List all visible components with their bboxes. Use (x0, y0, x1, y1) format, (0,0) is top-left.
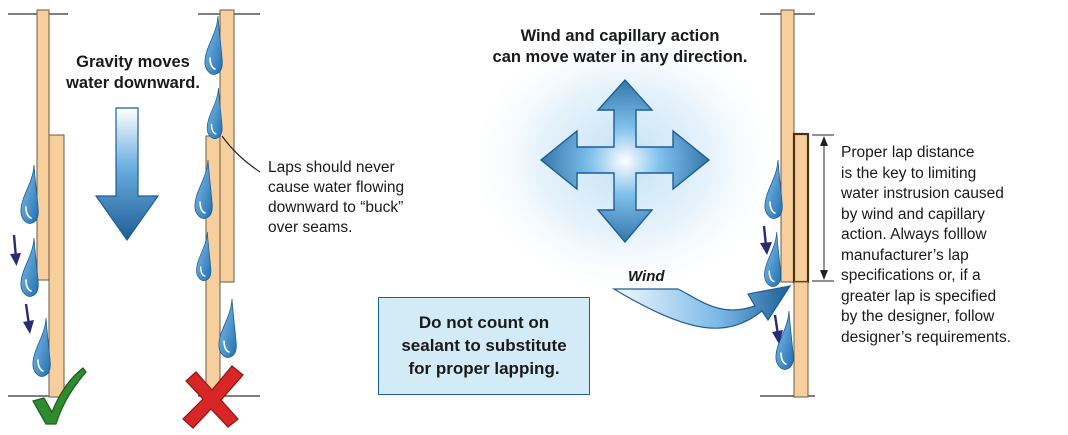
down-arrow-icon (94, 107, 160, 242)
leader-line (221, 135, 261, 173)
incorrect-lap-assembly (182, 9, 261, 429)
note-line: Proper lap distance (841, 144, 975, 161)
note-line: Laps should never (268, 159, 395, 176)
water-drop-icon (763, 231, 782, 288)
caption-line: can move water in any direction. (492, 48, 748, 66)
note-line: downward to “buck” (268, 199, 404, 216)
lap-overlap (792, 132, 810, 284)
lap-distance-note: Proper lap distance is the key to limiti… (841, 143, 1066, 348)
note-line: specifications or, if a (841, 267, 981, 284)
down-small-arrow-icon (10, 234, 21, 266)
lap-dimension-marker (812, 134, 834, 282)
four-way-arrow-icon (539, 78, 711, 244)
note-line: manufacturer’s lap (841, 246, 969, 264)
note-line: for proper lapping. (408, 359, 560, 378)
water-drop-icon (32, 317, 52, 378)
note-line: water instrusion caused (841, 185, 1004, 202)
note-line: by wind and capillary (841, 205, 985, 223)
water-drop-icon (20, 164, 40, 225)
correct-lap-assembly (8, 9, 87, 425)
note-line: is the key to limiting (841, 164, 977, 182)
caption-line: Gravity moves (76, 53, 190, 71)
wind-label: Wind (628, 268, 665, 285)
gravity-caption: Gravity moves water downward. (38, 52, 228, 94)
lower-board (48, 134, 65, 398)
note-line: action. Always folllow (841, 226, 987, 243)
down-small-arrow-icon (760, 225, 772, 255)
laps-note: Laps should never cause water flowing do… (268, 158, 458, 238)
note-line: designer’s requirements. (841, 328, 1012, 346)
red-x-icon (182, 365, 244, 429)
upper-board (219, 9, 235, 283)
note-line: over seams. (268, 219, 353, 236)
green-check-icon (32, 367, 87, 425)
sealant-callout-box (378, 297, 590, 395)
water-drop-icon (218, 298, 238, 359)
upper-board (36, 9, 50, 281)
note-line: Do not count on (418, 313, 550, 332)
lower-board (793, 281, 809, 398)
sealant-note: Do not count on sealant to substitute fo… (378, 311, 590, 380)
note-line: cause water flowing (268, 179, 405, 196)
water-drop-icon (20, 237, 40, 298)
caption-line: water downward. (66, 74, 200, 92)
upper-board (780, 9, 795, 283)
caption-line: Wind and capillary action (520, 27, 720, 45)
curved-wind-arrow-icon (611, 285, 792, 329)
note-line: sealant to substitute (401, 336, 567, 355)
down-small-arrow-icon (772, 314, 783, 344)
note-line: by the designer, follow (841, 308, 995, 325)
proper-lap-assembly (760, 9, 834, 398)
down-small-arrow-icon (23, 303, 34, 334)
wind-caption: Wind and capillary action can move water… (470, 26, 770, 68)
note-line: greater lap is specified (841, 287, 997, 305)
